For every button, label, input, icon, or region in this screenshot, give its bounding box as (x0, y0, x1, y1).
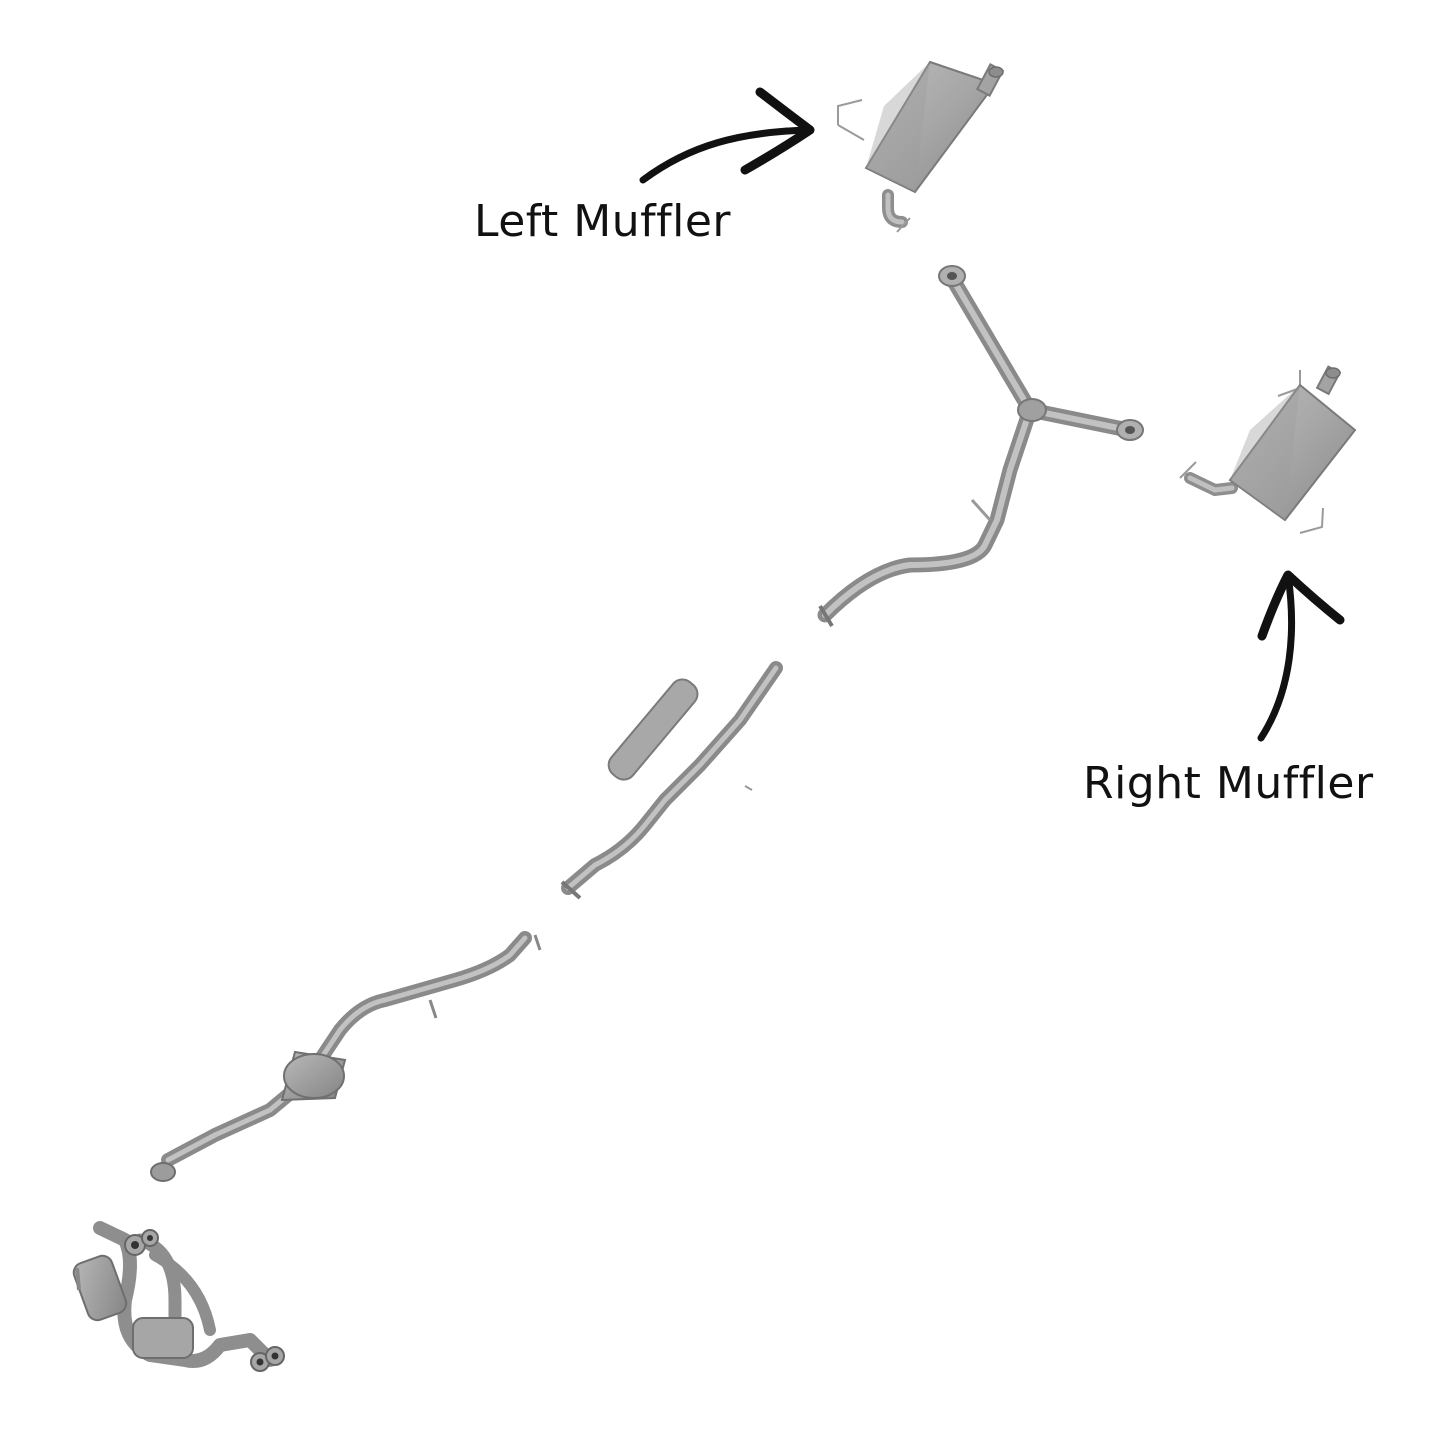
right-muffler-label: Right Muffler (1083, 758, 1374, 809)
left-muffler-arrow (639, 87, 815, 184)
y-pipe (817, 265, 1144, 628)
left-muffler-label: Left Muffler (474, 196, 731, 247)
right-muffler-arrow (1257, 570, 1345, 742)
left-muffler (837, 60, 1005, 233)
front-pipe-catalytic-converter (150, 931, 542, 1182)
right-muffler (1179, 365, 1357, 534)
mid-pipe-resonator (560, 661, 783, 900)
exhaust-manifold (72, 1221, 285, 1372)
